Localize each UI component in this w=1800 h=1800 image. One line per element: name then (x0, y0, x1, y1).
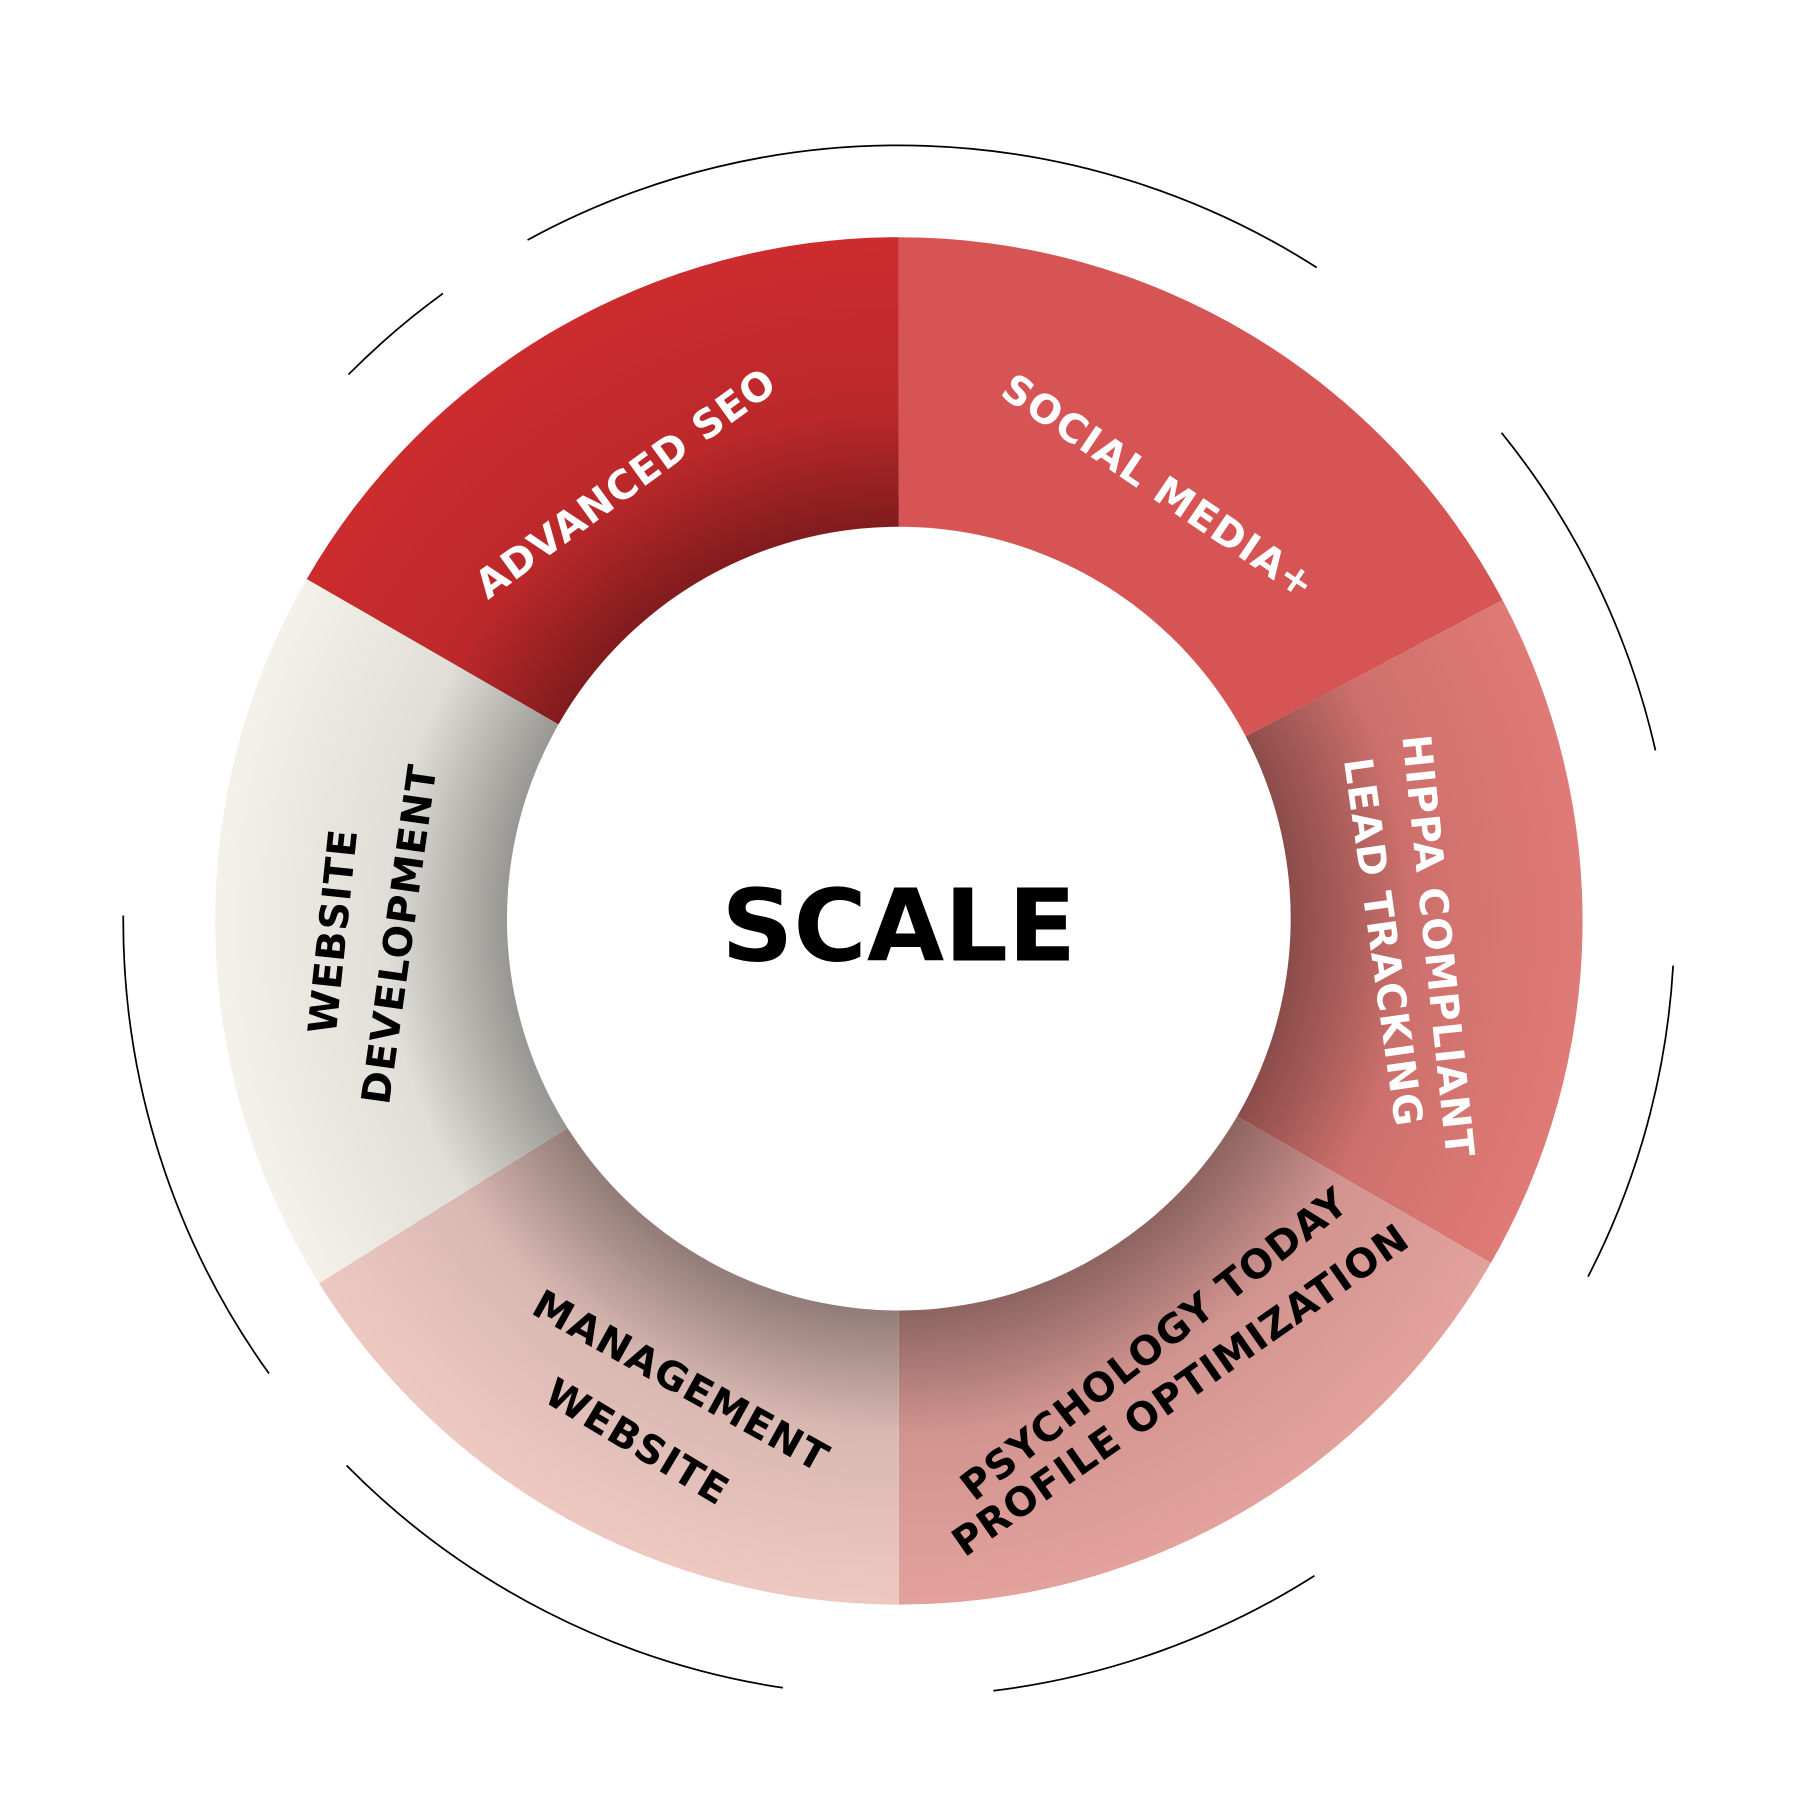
center-label: SCALE (721, 867, 1076, 984)
outer-ring-arc (122, 915, 270, 1375)
segment-shadow (1231, 599, 1583, 1263)
segment-shadow (306, 237, 899, 730)
outer-ring-arc (1500, 432, 1657, 751)
segment-shadow (215, 579, 574, 1284)
outer-ring-arc (345, 1464, 783, 1689)
outer-ring-arc (347, 292, 444, 376)
center-circle (506, 526, 1291, 1311)
segment-shadow (898, 1112, 1491, 1605)
segment-shadow (319, 1124, 899, 1605)
outer-ring-arc (993, 1575, 1315, 1692)
segment-social-media (898, 237, 1503, 741)
outer-ring-arc (527, 144, 1318, 269)
outer-ring-arc (1587, 965, 1674, 1278)
